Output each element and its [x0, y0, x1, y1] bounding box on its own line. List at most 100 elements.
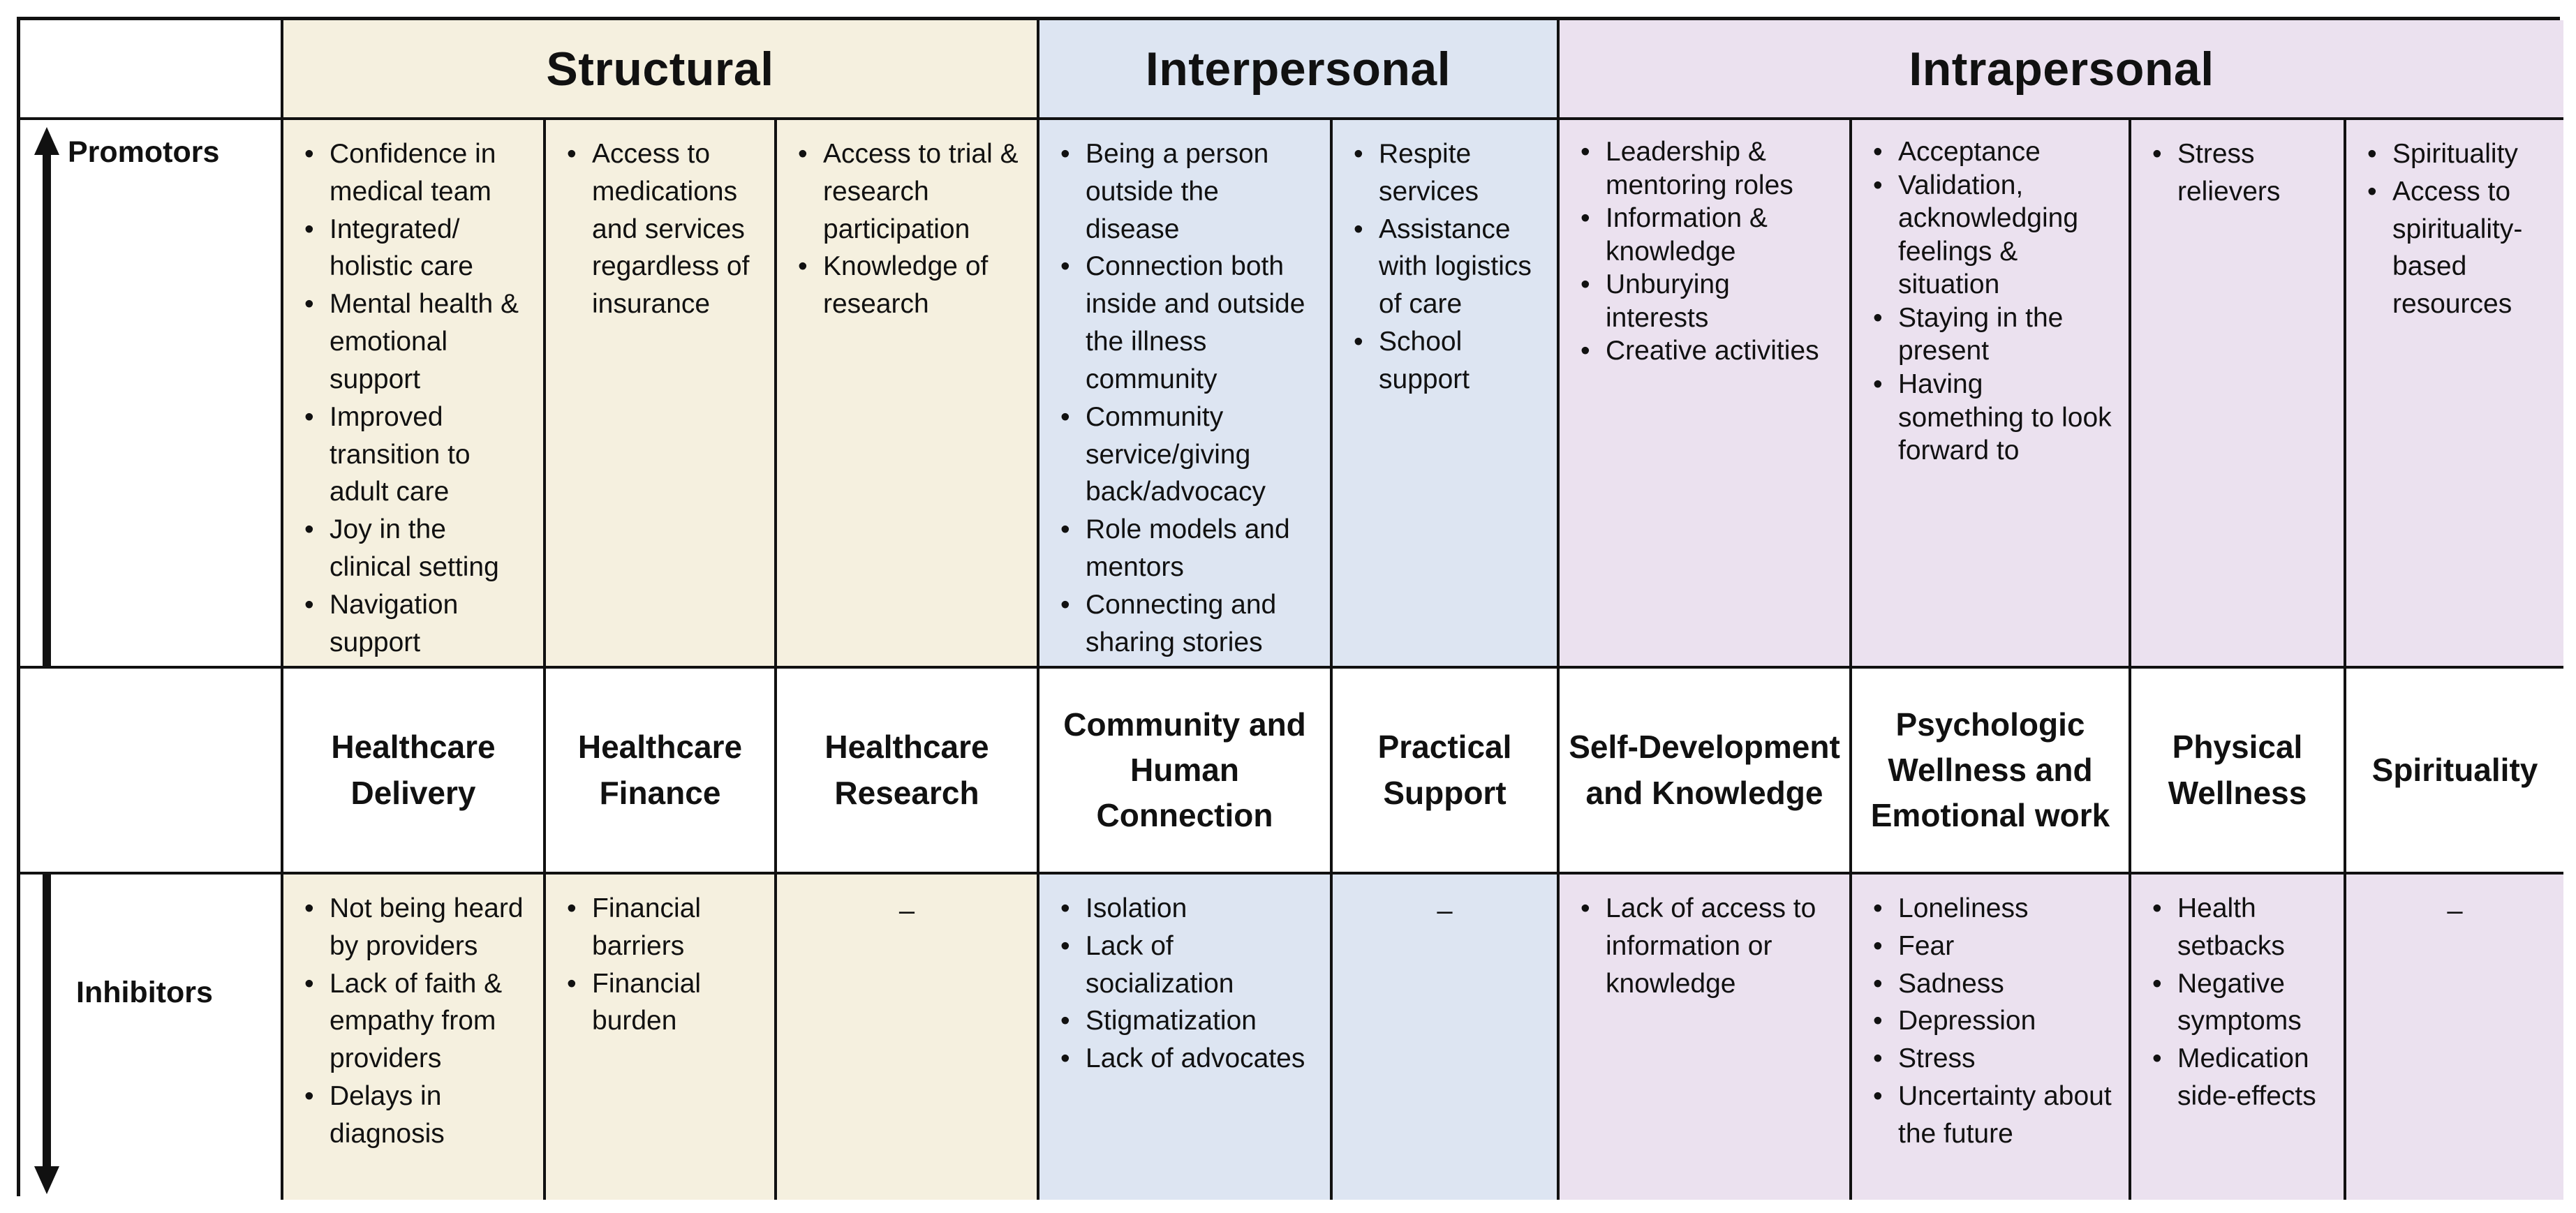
list-item: Knowledge of research [798, 248, 1024, 323]
inhibitors-healthcare-research: – [777, 875, 1039, 1200]
category-healthcare-finance: Healthcare Finance [546, 669, 777, 875]
promotors-physical-wellness: Stress relievers [2131, 120, 2346, 669]
category-practical-support: Practical Support [1333, 669, 1560, 875]
bullet-list: SpiritualityAccess to spirituality-based… [2346, 120, 2563, 330]
list-item: Loneliness [1873, 890, 2116, 928]
bullet-list: Not being heard by providersLack of fait… [283, 875, 543, 1160]
category-spirituality: Spirituality [2346, 669, 2563, 875]
bullet-list: Respite servicesAssistance with logistic… [1333, 120, 1557, 405]
promotors-healthcare-finance: Access to medications and services regar… [546, 120, 777, 669]
list-item: Financial barriers [567, 890, 762, 965]
promotors-spirituality: SpiritualityAccess to spirituality-based… [2346, 120, 2563, 669]
empty-marker: – [1437, 895, 1453, 926]
bullet-list: Lack of access to information or knowled… [1560, 875, 1849, 1009]
bullet-list: IsolationLack of socializationStigmatiza… [1039, 875, 1330, 1085]
bullet-list: Access to medications and services regar… [546, 120, 774, 330]
list-item: Staying in the present [1873, 302, 2116, 368]
bullet-list: LonelinessFearSadnessDepressionStressUnc… [1852, 875, 2129, 1160]
list-item: Improved transition to adult care [304, 399, 531, 511]
list-item: Health setbacks [2152, 890, 2331, 965]
category-healthcare-research: Healthcare Research [777, 669, 1039, 875]
category-self-development: Self-Development and Knowledge [1560, 669, 1852, 875]
list-item: Financial burden [567, 965, 762, 1041]
list-item: Information & knowledge [1581, 202, 1837, 268]
promotors-healthcare-delivery: Confidence in medical teamIntegrated/ ho… [283, 120, 546, 669]
promotors-community-connection: Being a person outside the diseaseConnec… [1039, 120, 1333, 669]
inhibitors-practical-support: – [1333, 875, 1560, 1200]
down-arrow-icon [34, 875, 59, 1194]
list-item: Access to spirituality-based resources [2367, 173, 2551, 323]
list-item: Medication side-effects [2152, 1040, 2331, 1115]
category-healthcare-delivery: Healthcare Delivery [283, 669, 546, 875]
list-item: Validation, acknowledging feelings & sit… [1873, 169, 2116, 302]
category-label-spacer [20, 669, 283, 875]
list-item: Stigmatization [1060, 1002, 1317, 1040]
empty-marker: – [898, 895, 915, 926]
list-item: Role models and mentors [1060, 511, 1317, 586]
list-item: Not being heard by providers [304, 890, 531, 965]
list-item: Confidence in medical team [304, 135, 531, 211]
list-item: Spirituality [2367, 135, 2551, 173]
bullet-list: Leadership & mentoring rolesInformation … [1560, 120, 1849, 375]
bullet-list: AcceptanceValidation, acknowledging feel… [1852, 120, 2129, 475]
header-intrapersonal: Intrapersonal [1560, 20, 2563, 120]
bullet-list: Being a person outside the diseaseConnec… [1039, 120, 1330, 668]
list-item: Connecting and sharing stories [1060, 586, 1317, 662]
inhibitors-healthcare-delivery: Not being heard by providersLack of fait… [283, 875, 546, 1200]
list-item: Fear [1873, 928, 2116, 965]
list-item: Lack of advocates [1060, 1040, 1317, 1078]
list-item: Joy in the clinical setting [304, 511, 531, 586]
inhibitors-psychologic-wellness: LonelinessFearSadnessDepressionStressUnc… [1852, 875, 2131, 1200]
list-item: School support [1354, 323, 1544, 399]
list-item: Sadness [1873, 965, 2116, 1003]
list-item: Community service/giving back/advocacy [1060, 399, 1317, 511]
list-item: Navigation support [304, 586, 531, 662]
category-community-connection: Community and Human Connection [1039, 669, 1333, 875]
list-item: Isolation [1060, 890, 1317, 928]
list-item: Access to trial & research participation [798, 135, 1024, 248]
category-psychologic-wellness: Psychologic Wellness and Emotional work [1852, 669, 2131, 875]
promotors-practical-support: Respite servicesAssistance with logistic… [1333, 120, 1560, 669]
list-item: Integrated/ holistic care [304, 211, 531, 286]
up-arrow-icon [34, 127, 59, 676]
inhibitors-spirituality: – [2346, 875, 2563, 1200]
list-item: Having something to look forward to [1873, 368, 2116, 468]
list-item: Access to medications and services regar… [567, 135, 762, 323]
list-item: Leadership & mentoring roles [1581, 135, 1837, 202]
promotors-label: Promotors [68, 135, 220, 169]
bullet-list: Confidence in medical teamIntegrated/ ho… [283, 120, 543, 668]
list-item: Acceptance [1873, 135, 2116, 169]
promotors-label-cell: Promotors [20, 120, 283, 676]
list-item: Creative activities [1581, 334, 1837, 368]
bullet-list: Stress relievers [2131, 120, 2344, 218]
list-item: Lack of socialization [1060, 928, 1317, 1003]
inhibitors-community-connection: IsolationLack of socializationStigmatiza… [1039, 875, 1333, 1200]
list-item: Being a person outside the disease [1060, 135, 1317, 248]
header-interpersonal: Interpersonal [1039, 20, 1560, 120]
list-item: Depression [1873, 1002, 2116, 1040]
inhibitors-label: Inhibitors [76, 976, 213, 1009]
list-item: Stress [1873, 1040, 2116, 1078]
inhibitors-self-development: Lack of access to information or knowled… [1560, 875, 1852, 1200]
promotors-healthcare-research: Access to trial & research participation… [777, 120, 1039, 669]
framework-table: Structural Interpersonal Intrapersonal P… [17, 17, 2563, 1200]
bullet-list: Access to trial & research participation… [777, 120, 1037, 330]
bullet-list: Financial barriersFinancial burden [546, 875, 774, 1047]
list-item: Stress relievers [2152, 135, 2331, 211]
list-item: Respite services [1354, 135, 1544, 211]
list-item: Mental health & emotional support [304, 285, 531, 398]
inhibitors-physical-wellness: Health setbacksNegative symptomsMedicati… [2131, 875, 2346, 1200]
inhibitors-label-cell: Inhibitors [20, 875, 283, 1200]
list-item: Assistance with logistics of care [1354, 211, 1544, 323]
header-structural: Structural [283, 20, 1039, 120]
list-item: Lack of access to information or knowled… [1581, 890, 1837, 1002]
empty-marker: – [2447, 895, 2463, 926]
bullet-list: Health setbacksNegative symptomsMedicati… [2131, 875, 2344, 1122]
inhibitors-healthcare-finance: Financial barriersFinancial burden [546, 875, 777, 1200]
category-physical-wellness: Physical Wellness [2131, 669, 2346, 875]
list-item: Lack of faith & empathy from providers [304, 965, 531, 1078]
list-item: Connection both inside and outside the i… [1060, 248, 1317, 398]
list-item: Unburying interests [1581, 268, 1837, 334]
list-item: Uncertainty about the future [1873, 1078, 2116, 1153]
list-item: Negative symptoms [2152, 965, 2331, 1041]
